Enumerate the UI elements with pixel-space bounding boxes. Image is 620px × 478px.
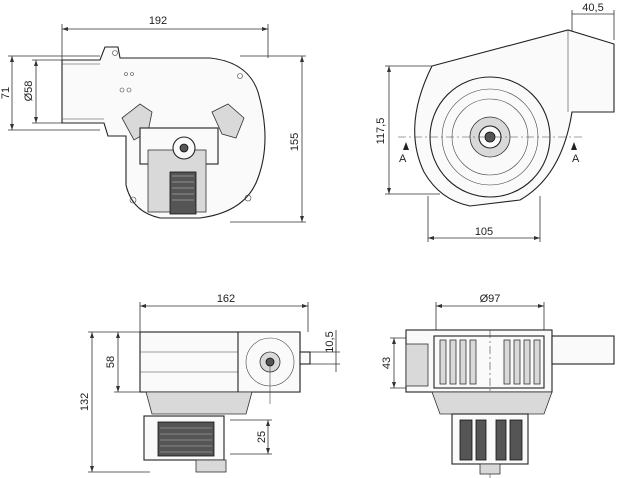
dim-motor-height-label: 58 bbox=[105, 356, 117, 368]
dim-base-width-label: 105 bbox=[475, 226, 493, 238]
section-mark-left: A bbox=[399, 153, 407, 165]
dim-coil-label: 25 bbox=[256, 431, 268, 443]
dim-outlet-height-label: 71 bbox=[0, 87, 12, 99]
dim-width-label: 192 bbox=[149, 15, 167, 27]
dim-length: 162 bbox=[139, 293, 309, 332]
section-view: Ø97 43 bbox=[381, 293, 615, 478]
motor-assembly bbox=[119, 72, 245, 215]
dim-coil: 25 bbox=[230, 419, 272, 455]
dim-flange-label: 10,5 bbox=[324, 331, 336, 352]
dim-center-height: 117,5 bbox=[375, 65, 440, 195]
dim-center-height-label: 117,5 bbox=[375, 118, 387, 145]
dim-width: 192 bbox=[61, 15, 269, 72]
section-mark-right: A bbox=[572, 153, 580, 165]
dim-outlet-offset-label: 40,5 bbox=[582, 2, 603, 14]
dim-total-height: 132 bbox=[79, 331, 150, 473]
top-view: 162 132 58 10,5 bbox=[79, 293, 340, 473]
motor-lower bbox=[143, 391, 253, 473]
front-view: 40,5 117,5 105 bbox=[375, 2, 615, 242]
dim-flange: 10,5 bbox=[300, 330, 340, 372]
side-view: 192 155 71 Ø58 bbox=[0, 15, 306, 223]
dim-outlet-diameter: Ø58 bbox=[23, 59, 62, 124]
dim-outlet-diameter-label: Ø58 bbox=[23, 81, 35, 102]
dim-height-label: 155 bbox=[289, 133, 301, 151]
impeller-blades bbox=[439, 339, 541, 385]
dim-motor-height: 58 bbox=[105, 332, 140, 393]
dim-length-label: 162 bbox=[217, 293, 235, 305]
dim-impeller-height-label: 43 bbox=[381, 357, 393, 369]
section-motor bbox=[431, 391, 553, 475]
dim-outlet-height: 71 bbox=[0, 55, 100, 131]
dim-impeller-diameter-label: Ø97 bbox=[480, 293, 501, 305]
dim-total-height-label: 132 bbox=[79, 393, 91, 411]
dim-height: 155 bbox=[230, 55, 306, 223]
dim-base-width: 105 bbox=[427, 196, 541, 242]
dim-impeller-diameter: Ø97 bbox=[435, 293, 545, 332]
